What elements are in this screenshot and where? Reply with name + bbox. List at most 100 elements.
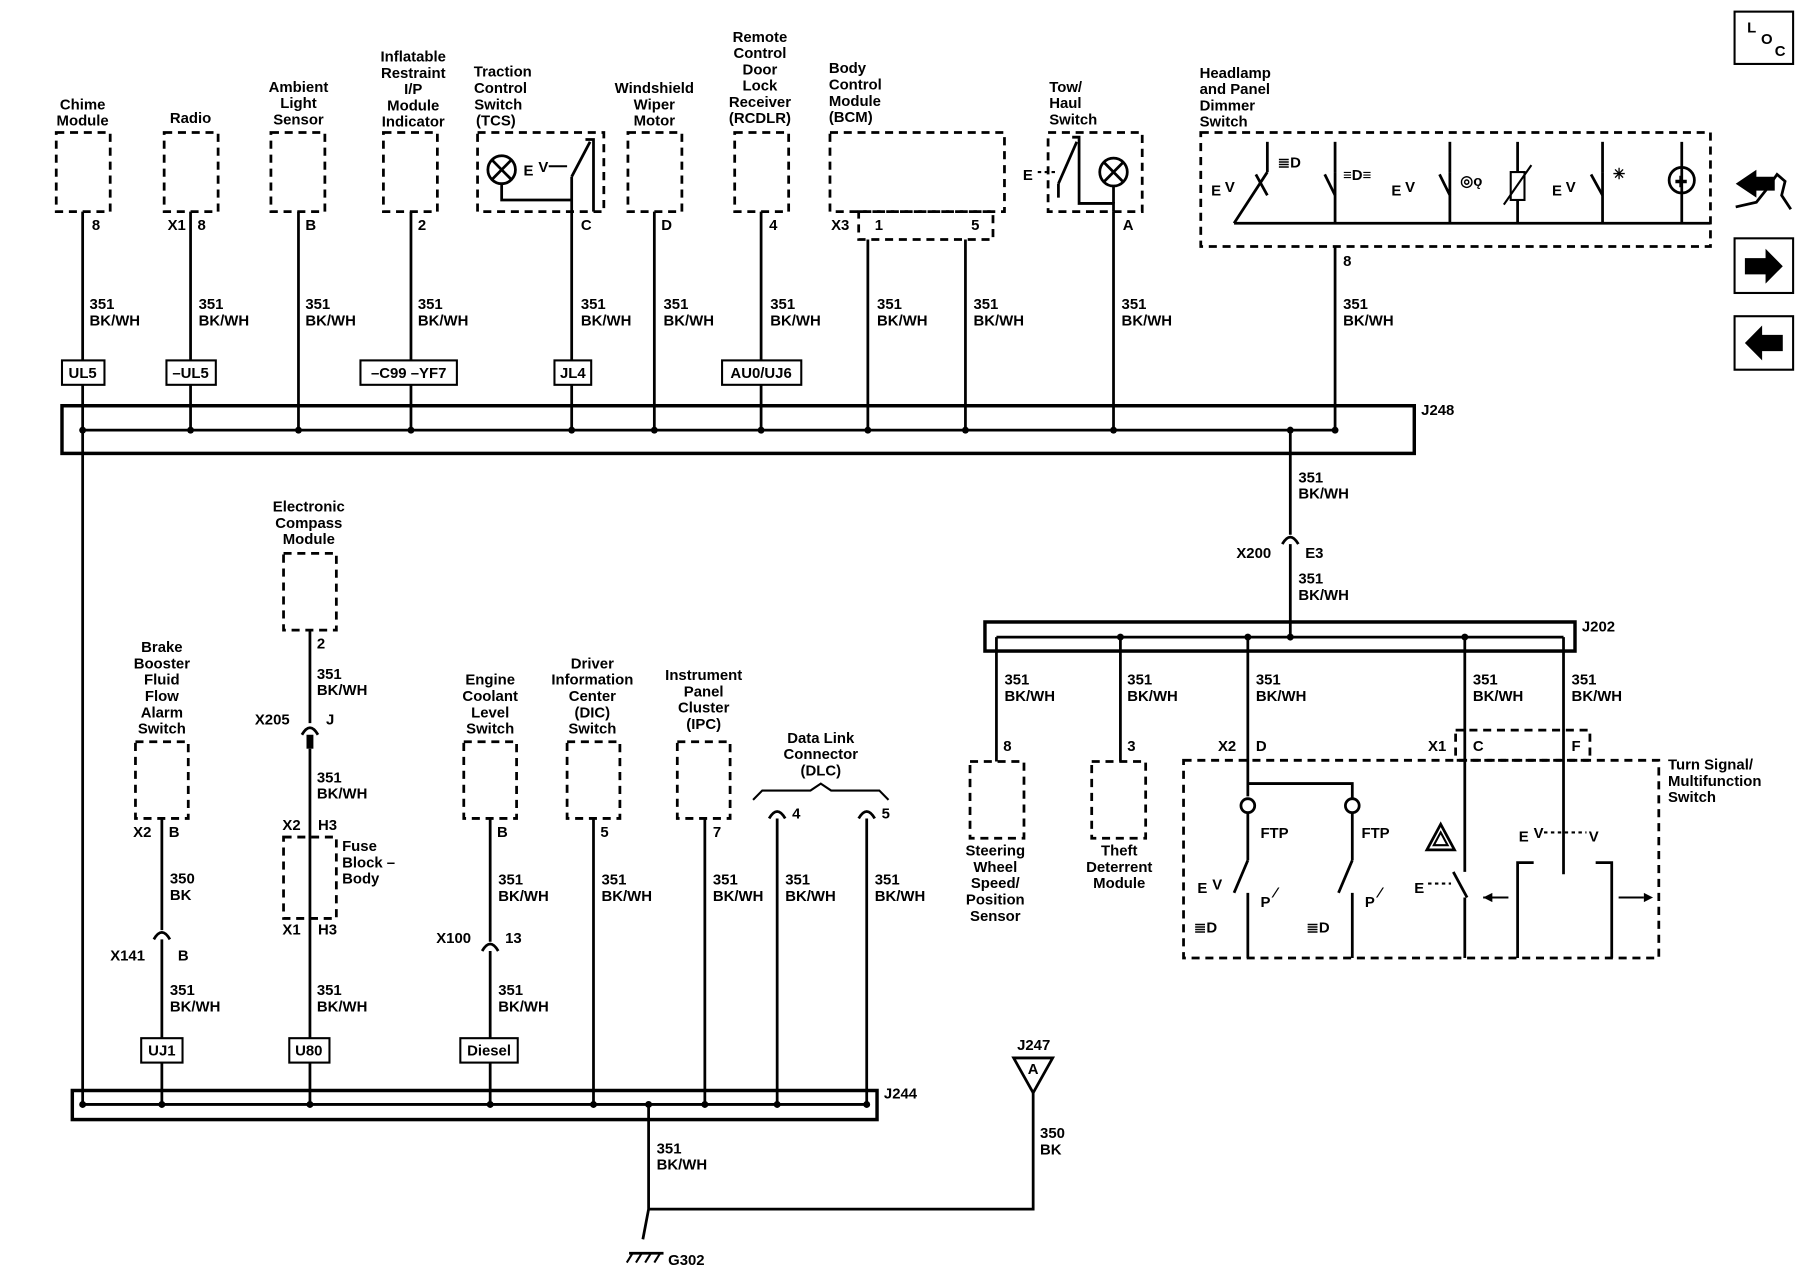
j248-splice-dots — [79, 426, 1339, 434]
headlamp-dimmer-switch — [1199, 131, 1712, 248]
splice-j202: J202 — [983, 618, 1615, 653]
svg-text:Switch: Switch — [1668, 789, 1716, 806]
dic-switch — [565, 740, 622, 820]
brake-conn-label: X2 — [133, 824, 151, 841]
svg-text:Speed/: Speed/ — [971, 875, 1021, 892]
dic-switch-label: Driver Information Center (DIC) Switch — [551, 655, 633, 737]
ambient-light-sensor-label: Ambient Light Sensor — [269, 79, 329, 129]
tow-haul-lamp-icon — [1098, 156, 1129, 204]
theft-pin: 3 — [1127, 738, 1135, 755]
svg-text:Data Link: Data Link — [787, 730, 855, 747]
svg-text:Module: Module — [387, 97, 439, 114]
svg-text:Receiver: Receiver — [729, 94, 791, 111]
svg-text:Ambient: Ambient — [269, 79, 329, 96]
radio-pin: 8 — [197, 217, 205, 234]
svg-text:Compass: Compass — [275, 515, 342, 532]
svg-text:U80: U80 — [295, 1043, 322, 1060]
ambient-pin: B — [305, 217, 316, 234]
theft-deterrent-module — [1090, 760, 1148, 840]
svg-text:Center: Center — [569, 688, 616, 705]
svg-text:351: 351 — [657, 1140, 682, 1157]
svg-text:(DLC): (DLC) — [801, 762, 842, 779]
svg-text:Radio: Radio — [170, 110, 211, 127]
svg-text:E: E — [1552, 182, 1562, 199]
ftp-contact-right — [1344, 797, 1361, 815]
bcm-conn-label: X3 — [831, 217, 849, 234]
ambient-light-sensor — [269, 131, 327, 213]
fuse-h3-top: H3 — [318, 817, 337, 834]
svg-text:351: 351 — [875, 872, 900, 889]
turn-d-pin: D — [1256, 738, 1267, 755]
compass-pin: 2 — [317, 636, 325, 653]
svg-text:C: C — [1775, 43, 1786, 60]
svg-text:BK/WH: BK/WH — [664, 312, 715, 329]
tow-pin: A — [1123, 217, 1134, 234]
brake-booster-label: Brake Booster Fluid Flow Alarm Switch — [134, 639, 190, 737]
radio-label: Radio — [170, 110, 211, 127]
windshield-wiper-motor — [626, 131, 684, 213]
electronic-compass-module — [282, 551, 338, 632]
svg-text:Block –: Block – — [342, 854, 395, 871]
tcs-lamp-icon — [486, 154, 572, 202]
svg-text:–UL5: –UL5 — [172, 365, 208, 382]
loc-icon[interactable]: L O C — [1733, 10, 1795, 65]
svg-text:(BCM): (BCM) — [829, 109, 873, 126]
svg-text:BK/WH: BK/WH — [770, 312, 821, 329]
arrow-left-icon[interactable] — [1733, 315, 1795, 371]
splice-j247: J247 A — [1011, 1037, 1056, 1096]
fuse-x1-label: X1 — [282, 922, 300, 939]
svg-text:(IPC): (IPC) — [686, 716, 721, 733]
steering-sensor-label: Steering Wheel Speed/ Position Sensor — [965, 843, 1025, 925]
svg-text:BK/WH: BK/WH — [498, 998, 549, 1015]
turn-signal-label: Turn Signal/ Multifunction Switch — [1668, 757, 1762, 807]
svg-text:–C99 –YF7: –C99 –YF7 — [371, 365, 446, 382]
svg-text:E: E — [1519, 829, 1529, 846]
svg-text:Instrument: Instrument — [665, 667, 742, 684]
svg-text:BK/WH: BK/WH — [1298, 587, 1349, 604]
turn-signal-multifunction-switch — [1182, 758, 1661, 960]
dic-pin: 5 — [600, 824, 608, 841]
option-jl4: JL4 — [553, 359, 593, 386]
engine-coolant-level-switch — [462, 740, 518, 820]
svg-text:351: 351 — [498, 872, 523, 889]
option-au0-uj6: AU0/UJ6 — [721, 359, 803, 386]
traction-control-switch-label: Traction Control Switch (TCS) — [474, 64, 532, 130]
radio-conn-label: X1 — [168, 217, 186, 234]
svg-text:and Panel: and Panel — [1200, 81, 1270, 98]
svg-text:Module: Module — [829, 93, 881, 110]
svg-text:UJ1: UJ1 — [148, 1043, 175, 1060]
svg-text:(TCS): (TCS) — [476, 112, 516, 129]
svg-text:A: A — [1028, 1061, 1039, 1078]
svg-text:O: O — [1761, 31, 1773, 48]
svg-text:BK/WH: BK/WH — [877, 312, 928, 329]
svg-text:Module: Module — [283, 531, 335, 548]
svg-text:X100: X100 — [436, 930, 471, 947]
panel-dimmer-icon: ◎ǫ — [1460, 173, 1482, 190]
svg-text:V: V — [1212, 876, 1222, 893]
windshield-wiper-motor-label: Windshield Wiper Motor — [615, 80, 694, 130]
svg-text:Restraint: Restraint — [381, 65, 446, 82]
svg-text:L: L — [1747, 19, 1756, 36]
steering-pin: 8 — [1003, 738, 1011, 755]
svg-text:BK/WH: BK/WH — [581, 312, 632, 329]
svg-text:V: V — [1534, 825, 1544, 842]
svg-text:351: 351 — [602, 872, 627, 889]
svg-text:Headlamp: Headlamp — [1200, 65, 1271, 82]
arrow-right-icon[interactable] — [1733, 237, 1795, 295]
schematic-nav-icon[interactable] — [1735, 169, 1792, 211]
svg-text:Switch: Switch — [474, 96, 522, 113]
svg-text:Light: Light — [280, 95, 316, 112]
svg-text:Cluster: Cluster — [678, 700, 730, 717]
svg-text:Panel: Panel — [684, 683, 724, 700]
svg-text:V: V — [1225, 179, 1235, 196]
rcdlr-module — [733, 131, 791, 213]
svg-text:Booster: Booster — [134, 655, 190, 672]
svg-text:351: 351 — [305, 296, 330, 313]
svg-text:E: E — [1414, 880, 1424, 897]
